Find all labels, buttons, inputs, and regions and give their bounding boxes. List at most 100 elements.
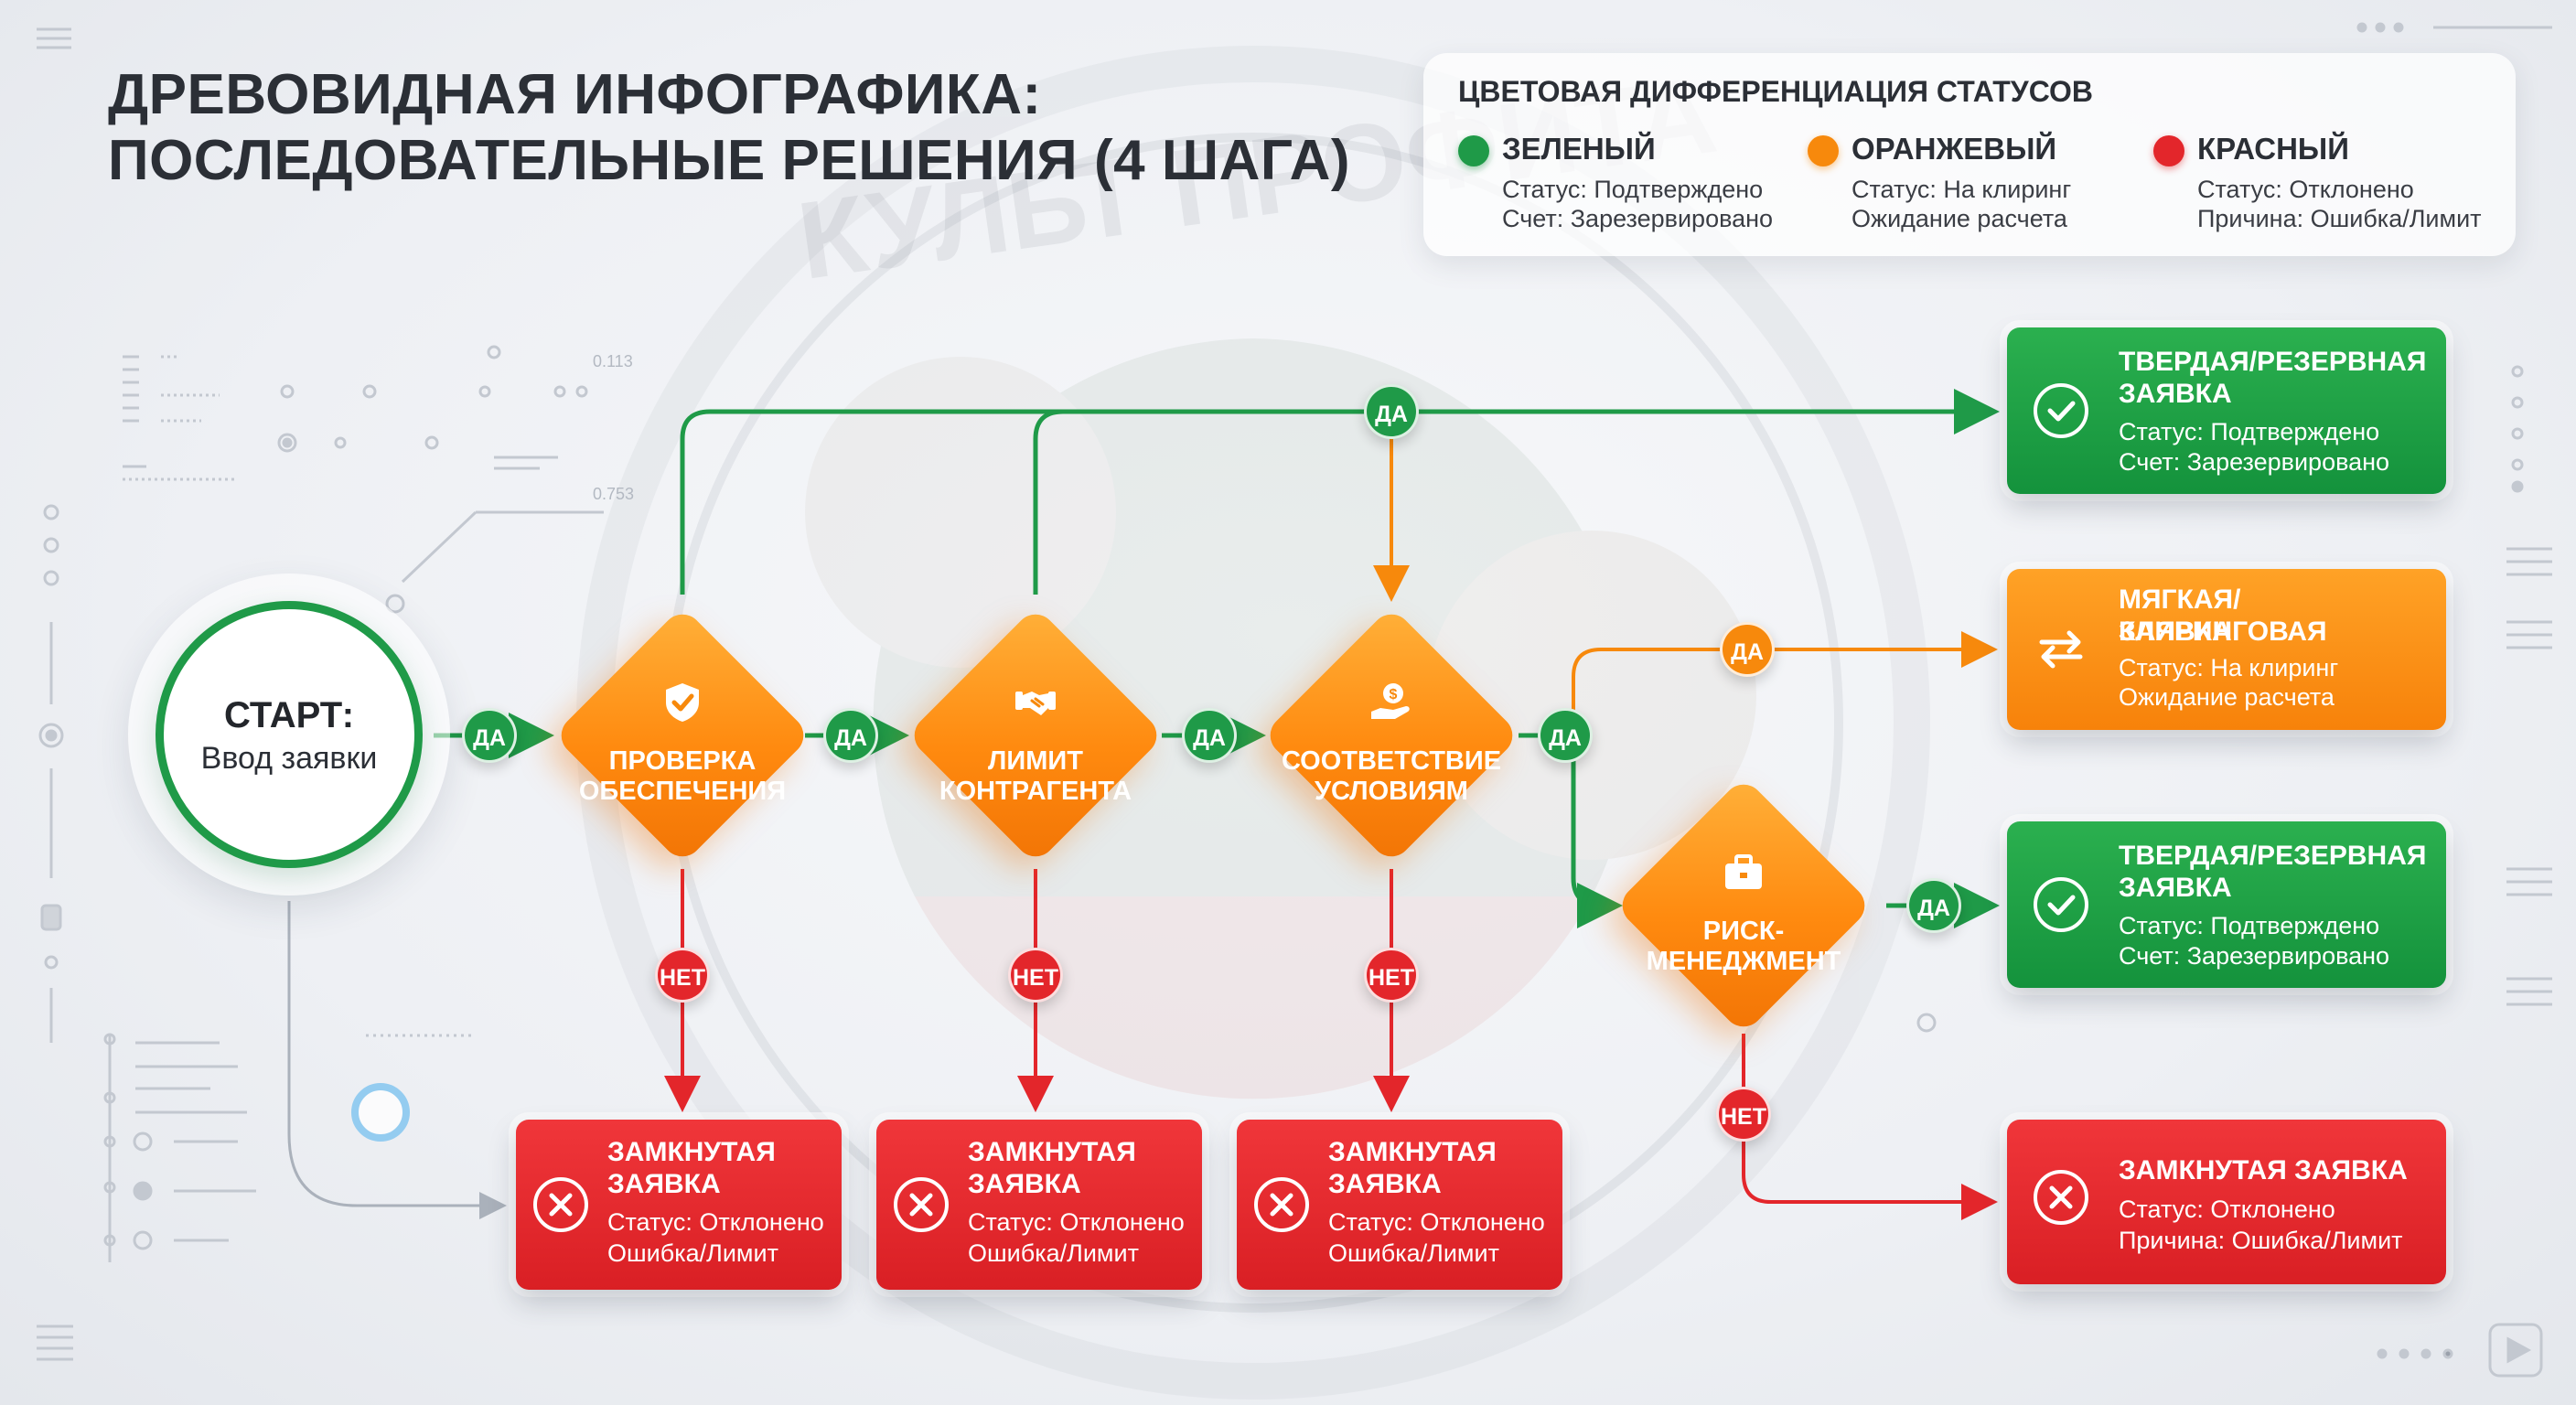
legend-line: Статус: Подтверждено [1502,176,1764,203]
result-firm-order-bottom[interactable]: ТВЕРДАЯ/РЕЗЕРВНАЯ ЗАЯВКА Статус: Подтвер… [2007,821,2446,988]
card-line: Статус: На клиринг [2119,654,2339,681]
start-to-bottom-connector [287,901,507,1219]
card-title: ТВЕРДАЯ/РЕЗЕРВНАЯ [2119,347,2427,377]
orange-dot-icon [1808,135,1839,166]
card-title: ЗАЯВКА [1328,1169,1442,1199]
card-line: Счет: Зарезервировано [2119,448,2390,476]
no-badge: НЕТ [1716,1087,1771,1142]
decision-label-line: КОНТРАГЕНТА [939,777,1132,806]
card-title: ЗАМКНУТАЯ [607,1137,776,1167]
card-line: Ошибка/Лимит [1328,1239,1499,1267]
status-legend: ЦВЕТОВАЯ ДИФФЕРЕНЦИАЦИЯ СТАТУСОВ ЗЕЛЕНЫЙ… [1423,53,2516,256]
card-title: ЗАЯВКА [2119,617,2232,647]
briefcase-icon [1725,854,1762,889]
svg-text:$: $ [1390,687,1398,702]
card-line: Статус: Подтверждено [2119,418,2380,445]
orange-connectors [1373,412,1998,735]
close-circle-icon [533,1177,588,1232]
yes-badge: ДА [462,708,517,763]
legend-title: ЦВЕТОВАЯ ДИФФЕРЕНЦИАЦИЯ СТАТУСОВ [1458,75,2093,108]
decision-risk-management[interactable]: РИСК- МЕНЕДЖМЕНТ [1614,776,1873,1035]
yes-badge: ДА [1720,622,1775,677]
card-title: ЗАМКНУТАЯ [968,1137,1136,1167]
result-closed-order-right[interactable]: ЗАМКНУТАЯ ЗАЯВКА Статус: Отклонено Причи… [2007,1120,2446,1284]
legend-line: Счет: Зарезервировано [1502,205,1774,232]
card-line: Статус: Отклонено [607,1208,824,1236]
close-circle-icon [1254,1177,1309,1232]
card-line: Счет: Зарезервировано [2119,942,2390,970]
legend-line: Статус: Отклонено [2197,176,2414,203]
yes-badge: ДА [1182,708,1237,763]
right-decor [1916,22,2552,1378]
legend-name: ОРАНЖЕВЫЙ [1852,132,2057,166]
card-line: Статус: Подтверждено [2119,912,2380,939]
glow-dot-icon [351,1083,410,1142]
shield-check-icon [666,683,699,722]
yes-badge: ДА [1364,384,1419,439]
no-badge: НЕТ [1364,948,1419,1003]
yes-badge: ДА [823,708,878,763]
diamond-shape [1614,776,1873,1035]
left-decor [37,27,604,1361]
decision-terms-match[interactable]: $ СООТВЕТСТВИЕ УСЛОВИЯМ [1261,606,1521,865]
card-line: Статус: Отклонено [968,1208,1185,1236]
card-line: Статус: Отклонено [1328,1208,1545,1236]
legend-name: КРАСНЫЙ [2197,132,2349,166]
green-dot-icon [1458,135,1489,166]
yes-badge: ДА [1538,708,1593,763]
decision-collateral-check[interactable]: ПРОВЕРКА ОБЕСПЕЧЕНИЯ [553,606,812,865]
start-node[interactable] [156,601,423,868]
decision-label: ПРОВЕРКА ОБЕСПЕЧЕНИЯ [554,746,810,807]
card-title: ЗАЯВКА [968,1169,1081,1199]
card-title: ЗАЯВКА [607,1169,721,1199]
decision-label-line: ОБЕСПЕЧЕНИЯ [578,777,787,806]
card-line: Ошибка/Лимит [607,1239,778,1267]
decision-label-line: ЛИМИТ [988,746,1083,776]
close-circle-icon [2034,1170,2088,1225]
legend-line: Причина: Ошибка/Лимит [2197,205,2482,232]
decision-counterparty-limit[interactable]: ЛИМИТ КОНТРАГЕНТА [906,606,1165,865]
result-closed-order-2[interactable]: ЗАМКНУТАЯ ЗАЯВКА Статус: Отклонено Ошибк… [876,1120,1202,1290]
no-badge: НЕТ [655,948,710,1003]
card-title: ТВЕРДАЯ/РЕЗЕРВНАЯ [2119,841,2427,871]
legend-line: Статус: На клиринг [1852,176,2072,203]
deco-value-2: 0.753 [593,485,634,503]
decision-label-line: МЕНЕДЖМЕНТ [1646,947,1841,976]
red-dot-icon [2153,135,2184,166]
yes-badge: ДА [1906,878,1961,933]
swap-arrows-icon [2039,630,2083,669]
decision-label: ЛИМИТ КОНТРАГЕНТА [907,746,1164,807]
decision-label-line: РИСК- [1702,917,1785,946]
diamond-shape [906,606,1165,865]
result-firm-order-top[interactable]: ТВЕРДАЯ/РЕЗЕРВНАЯ ЗАЯВКА Статус: Подтвер… [2007,327,2446,494]
money-hand-icon: $ [1371,683,1410,719]
check-circle-icon [2034,383,2088,438]
result-closed-order-3[interactable]: ЗАМКНУТАЯ ЗАЯВКА Статус: Отклонено Ошибк… [1237,1120,1562,1290]
decision-label-line: ПРОВЕРКА [608,746,757,776]
title-line-2: ПОСЛЕДОВАТЕЛЬНЫЕ РЕШЕНИЯ (4 ШАГА) [108,129,1351,192]
decision-label: СООТВЕТСТВИЕ УСЛОВИЯМ [1263,746,1519,807]
decision-label-line: УСЛОВИЯМ [1315,777,1468,806]
start-subtitle: Ввод заявки [200,741,378,776]
result-closed-order-1[interactable]: ЗАМКНУТАЯ ЗАЯВКА Статус: Отклонено Ошибк… [516,1120,842,1290]
card-title: ЗАЯВКА [2119,873,2232,903]
card-line: Причина: Ошибка/Лимит [2119,1227,2403,1254]
title-line-1: ДРЕВОВИДНАЯ ИНФОГРАФИКА: [108,63,1042,126]
card-line: Статус: Отклонено [2119,1196,2335,1223]
page-title: ДРЕВОВИДНАЯ ИНФОГРАФИКА: ПОСЛЕДОВАТЕЛЬНЫ… [108,62,1370,194]
card-title: ЗАЯВКА [2119,379,2232,409]
no-badge: НЕТ [1008,948,1063,1003]
card-title: ЗАМКНУТАЯ ЗАЯВКА [2119,1155,2408,1185]
decision-label-line: СООТВЕТСТВИЕ [1281,746,1502,776]
handshake-icon [1015,692,1056,715]
card-line: Ошибка/Лимит [968,1239,1139,1267]
decision-label: РИСК- МЕНЕДЖМЕНТ [1615,917,1872,977]
close-circle-icon [894,1177,949,1232]
legend-name: ЗЕЛЕНЫЙ [1502,132,1656,166]
card-line: Ожидание расчета [2119,683,2334,711]
result-soft-clearing-order[interactable]: МЯГКАЯ/КЛИРИНГОВАЯ ЗАЯВКА Статус: На кли… [2007,569,2446,730]
start-title: СТАРТ: [223,695,355,735]
check-circle-icon [2034,877,2088,932]
legend-line: Ожидание расчета [1852,205,2067,232]
diamond-shape [553,606,812,865]
